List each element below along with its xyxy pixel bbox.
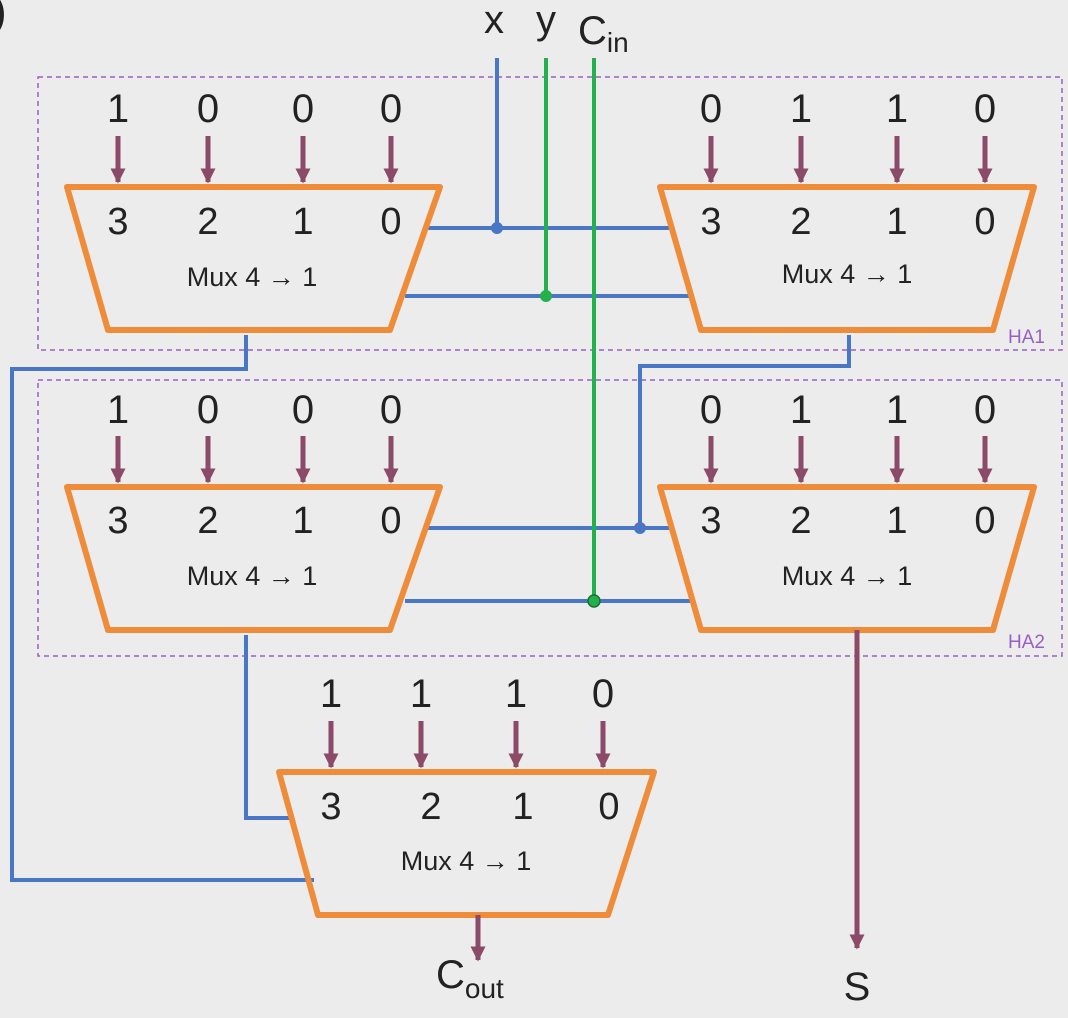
- select-index: 0: [380, 500, 401, 542]
- mux-label: Mux 4 → 1: [782, 561, 913, 591]
- input-value: 0: [592, 672, 614, 716]
- select-index: 0: [598, 786, 619, 828]
- ha2-carry-wire: [244, 635, 293, 820]
- mux-body: [276, 769, 657, 918]
- select-index: 2: [790, 201, 811, 243]
- mux-ha1-sum: 0 1 1 0 3 2 1 0 Mux 4 → 1: [657, 87, 1037, 333]
- mux-body: [657, 484, 1037, 633]
- select-index: 3: [700, 500, 721, 542]
- select-index: 3: [700, 201, 721, 243]
- input-value: 0: [197, 388, 219, 432]
- mux-ha2-carry: 1 0 0 0 3 2 1 0 Mux 4 → 1: [64, 388, 443, 633]
- select-index: 3: [107, 500, 128, 542]
- x-junction-dot: [491, 222, 503, 234]
- leading-glyph: ): [0, 0, 7, 36]
- ha2-label: HA2: [1008, 632, 1045, 653]
- input-value: 1: [320, 672, 342, 716]
- input-value: 1: [790, 87, 812, 131]
- x-label: x: [484, 0, 504, 42]
- mux-label: Mux 4 → 1: [187, 561, 318, 591]
- input-value: 1: [107, 388, 129, 432]
- input-value: 0: [974, 388, 996, 432]
- input-value: 0: [974, 87, 996, 131]
- select-index: 1: [886, 500, 907, 542]
- mux-label: Mux 4 → 1: [401, 846, 532, 876]
- input-value: 0: [380, 388, 402, 432]
- input-value: 0: [700, 388, 722, 432]
- select-index: 1: [512, 786, 533, 828]
- select-index: 0: [974, 500, 995, 542]
- input-value: 1: [886, 87, 908, 131]
- input-value: 1: [107, 87, 129, 131]
- input-value: 1: [505, 672, 527, 716]
- input-value: 1: [886, 388, 908, 432]
- input-value: 0: [380, 87, 402, 131]
- s-label: S: [844, 965, 871, 1009]
- mux-label: Mux 4 → 1: [782, 259, 913, 289]
- input-value: 1: [790, 388, 812, 432]
- select-index: 0: [380, 201, 401, 243]
- mux-ha2-sum: 0 1 1 0 3 2 1 0 Mux 4 → 1: [657, 388, 1037, 633]
- mux-ha1-carry: 1 0 0 0 3 2 1 0 Mux 4 → 1: [64, 87, 443, 333]
- y-junction-dot: [540, 290, 552, 302]
- ha1-carry-wire: [10, 335, 314, 882]
- select-index: 2: [197, 201, 218, 243]
- select-index: 2: [790, 500, 811, 542]
- select-index: 1: [292, 201, 313, 243]
- select-index: 2: [197, 500, 218, 542]
- mux-body: [64, 484, 443, 633]
- y-label: y: [536, 0, 556, 42]
- input-value: 1: [410, 672, 432, 716]
- cin-junction-dot: [587, 594, 601, 608]
- cout-label: Cout: [436, 953, 504, 1004]
- input-value: 0: [292, 87, 314, 131]
- input-value: 0: [292, 388, 314, 432]
- input-value: 0: [700, 87, 722, 131]
- cin-label: Cin: [578, 9, 629, 58]
- mux-body: [64, 184, 443, 333]
- select-index: 1: [292, 500, 313, 542]
- select-index: 3: [107, 201, 128, 243]
- mux-label: Mux 4 → 1: [187, 262, 318, 292]
- select-index: 3: [320, 786, 341, 828]
- ha1-label: HA1: [1008, 327, 1045, 348]
- select-index: 2: [420, 786, 441, 828]
- select-index: 0: [974, 201, 995, 243]
- mux-or-carry: 1 1 1 0 3 2 1 0 Mux 4 → 1: [276, 672, 657, 918]
- sum-junction-dot: [634, 522, 646, 534]
- ha2-box: [37, 379, 1063, 657]
- mux-body: [657, 184, 1037, 333]
- input-value: 0: [197, 87, 219, 131]
- select-index: 1: [886, 201, 907, 243]
- ha1-box: [37, 76, 1063, 351]
- ha1-sum-wire: [638, 335, 851, 528]
